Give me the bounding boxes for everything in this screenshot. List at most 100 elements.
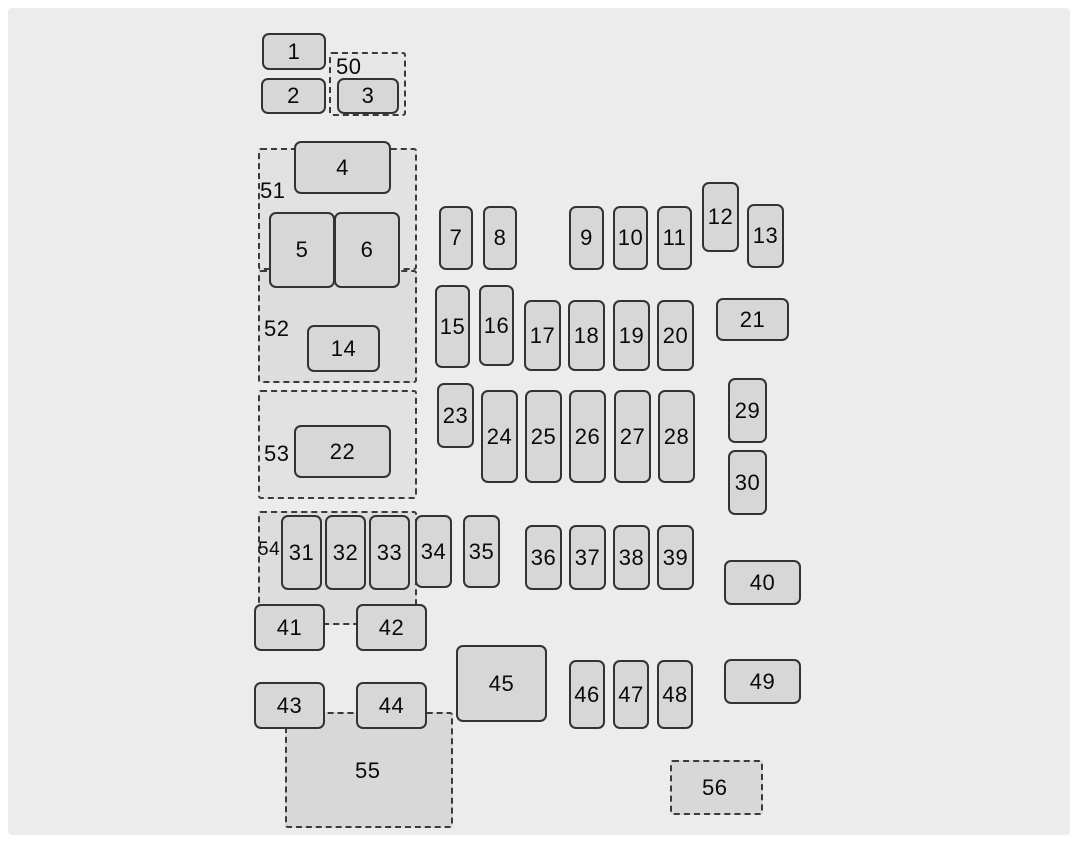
fuse-28: 28 xyxy=(658,390,695,483)
fuse-34: 34 xyxy=(415,515,452,588)
fuse-26: 26 xyxy=(569,390,606,483)
fuse-12: 12 xyxy=(702,182,739,252)
fuse-label: 24 xyxy=(486,423,513,449)
group-region-56 xyxy=(670,760,763,815)
group-label-51: 51 xyxy=(260,178,286,203)
fuse-2: 2 xyxy=(261,78,326,114)
group-label-55: 55 xyxy=(355,758,381,783)
fuse-19: 19 xyxy=(613,300,650,371)
fuse-5: 5 xyxy=(269,212,335,288)
fuse-label: 40 xyxy=(749,569,776,595)
fuse-30: 30 xyxy=(728,450,767,515)
fuse-37: 37 xyxy=(569,525,606,590)
fuse-label: 12 xyxy=(707,204,734,229)
fuse-23: 23 xyxy=(437,383,474,448)
group-label-53: 53 xyxy=(264,441,290,466)
fuse-36: 36 xyxy=(525,525,562,590)
fuse-16: 16 xyxy=(479,285,514,366)
fuse-42: 42 xyxy=(356,604,427,651)
fuse-label: 27 xyxy=(619,423,646,449)
fuse-label: 41 xyxy=(276,614,303,640)
fuse-label: 36 xyxy=(530,544,557,570)
fuse-label: 1 xyxy=(287,38,301,64)
fuse-label: 16 xyxy=(483,312,510,338)
fuse-label: 37 xyxy=(574,544,601,570)
fuse-9: 9 xyxy=(569,206,604,270)
fuse-25: 25 xyxy=(525,390,562,483)
fuse-label: 25 xyxy=(530,423,557,449)
fuse-14: 14 xyxy=(307,325,380,372)
fuse-label: 4 xyxy=(336,154,349,180)
fuse-label: 43 xyxy=(276,692,303,718)
fuse-label: 44 xyxy=(378,692,405,718)
fuse-17: 17 xyxy=(524,300,561,371)
fuse-47: 47 xyxy=(613,660,649,729)
fuse-label: 14 xyxy=(330,335,357,361)
fuse-label: 35 xyxy=(468,538,495,564)
fuse-label: 11 xyxy=(662,225,687,250)
fuse-24: 24 xyxy=(481,390,518,483)
fuse-label: 5 xyxy=(295,237,309,262)
fuse-4: 4 xyxy=(294,141,391,194)
group-label-54: 54 xyxy=(258,539,281,560)
fuse-label: 39 xyxy=(662,544,689,570)
fuse-1: 1 xyxy=(262,33,326,70)
fuse-label: 38 xyxy=(618,544,645,570)
fuse-label: 2 xyxy=(287,83,300,108)
fuse-31: 31 xyxy=(281,515,322,590)
fuse-18: 18 xyxy=(568,300,605,371)
fuse-label: 9 xyxy=(580,225,593,250)
fuse-label: 33 xyxy=(376,539,403,565)
fuse-46: 46 xyxy=(569,660,605,729)
fuse-label: 30 xyxy=(734,469,761,495)
fuse-40: 40 xyxy=(724,560,801,605)
fuse-label: 3 xyxy=(361,83,375,108)
fuse-label: 46 xyxy=(574,681,600,707)
group-label-50: 50 xyxy=(336,54,362,79)
group-label-52: 52 xyxy=(264,316,290,341)
fuse-41: 41 xyxy=(254,604,325,651)
fuse-label: 34 xyxy=(420,538,447,564)
fuse-label: 42 xyxy=(378,614,405,640)
fuse-label: 6 xyxy=(360,237,374,262)
fuse-label: 28 xyxy=(663,423,690,449)
fuse-35: 35 xyxy=(463,515,500,588)
fuse-33: 33 xyxy=(369,515,410,590)
fuse-label: 13 xyxy=(752,223,779,248)
fuse-label: 8 xyxy=(493,225,507,250)
fuse-label: 23 xyxy=(442,402,469,428)
fuse-3: 3 xyxy=(337,78,399,114)
fuse-label: 15 xyxy=(439,313,466,339)
fuse-15: 15 xyxy=(435,285,470,368)
fuse-39: 39 xyxy=(657,525,694,590)
fuse-48: 48 xyxy=(657,660,693,729)
fuse-label: 18 xyxy=(573,322,600,348)
fuse-label: 48 xyxy=(662,681,688,707)
fuse-label: 22 xyxy=(329,438,356,464)
fuse-43: 43 xyxy=(254,682,325,729)
fuse-label: 49 xyxy=(749,668,776,694)
fuse-22: 22 xyxy=(294,425,391,478)
fuse-13: 13 xyxy=(747,204,784,268)
fuse-11: 11 xyxy=(657,206,692,270)
fuse-10: 10 xyxy=(613,206,648,270)
fuse-32: 32 xyxy=(325,515,366,590)
fuse-27: 27 xyxy=(614,390,651,483)
fuse-label: 19 xyxy=(618,322,645,348)
fuse-label: 7 xyxy=(449,225,463,250)
fuse-45: 45 xyxy=(456,645,547,722)
fuse-label: 17 xyxy=(529,322,556,348)
fuse-label: 31 xyxy=(288,539,315,565)
fuse-44: 44 xyxy=(356,682,427,729)
fuse-label: 45 xyxy=(488,670,515,696)
fuse-label: 32 xyxy=(332,539,359,565)
fuse-label: 47 xyxy=(618,681,644,707)
fuse-8: 8 xyxy=(483,206,517,270)
fuse-label: 20 xyxy=(662,322,689,348)
fuse-7: 7 xyxy=(439,206,473,270)
fuse-21: 21 xyxy=(716,298,789,341)
fuse-38: 38 xyxy=(613,525,650,590)
fuse-6: 6 xyxy=(334,212,400,288)
fuse-label: 10 xyxy=(617,225,644,250)
